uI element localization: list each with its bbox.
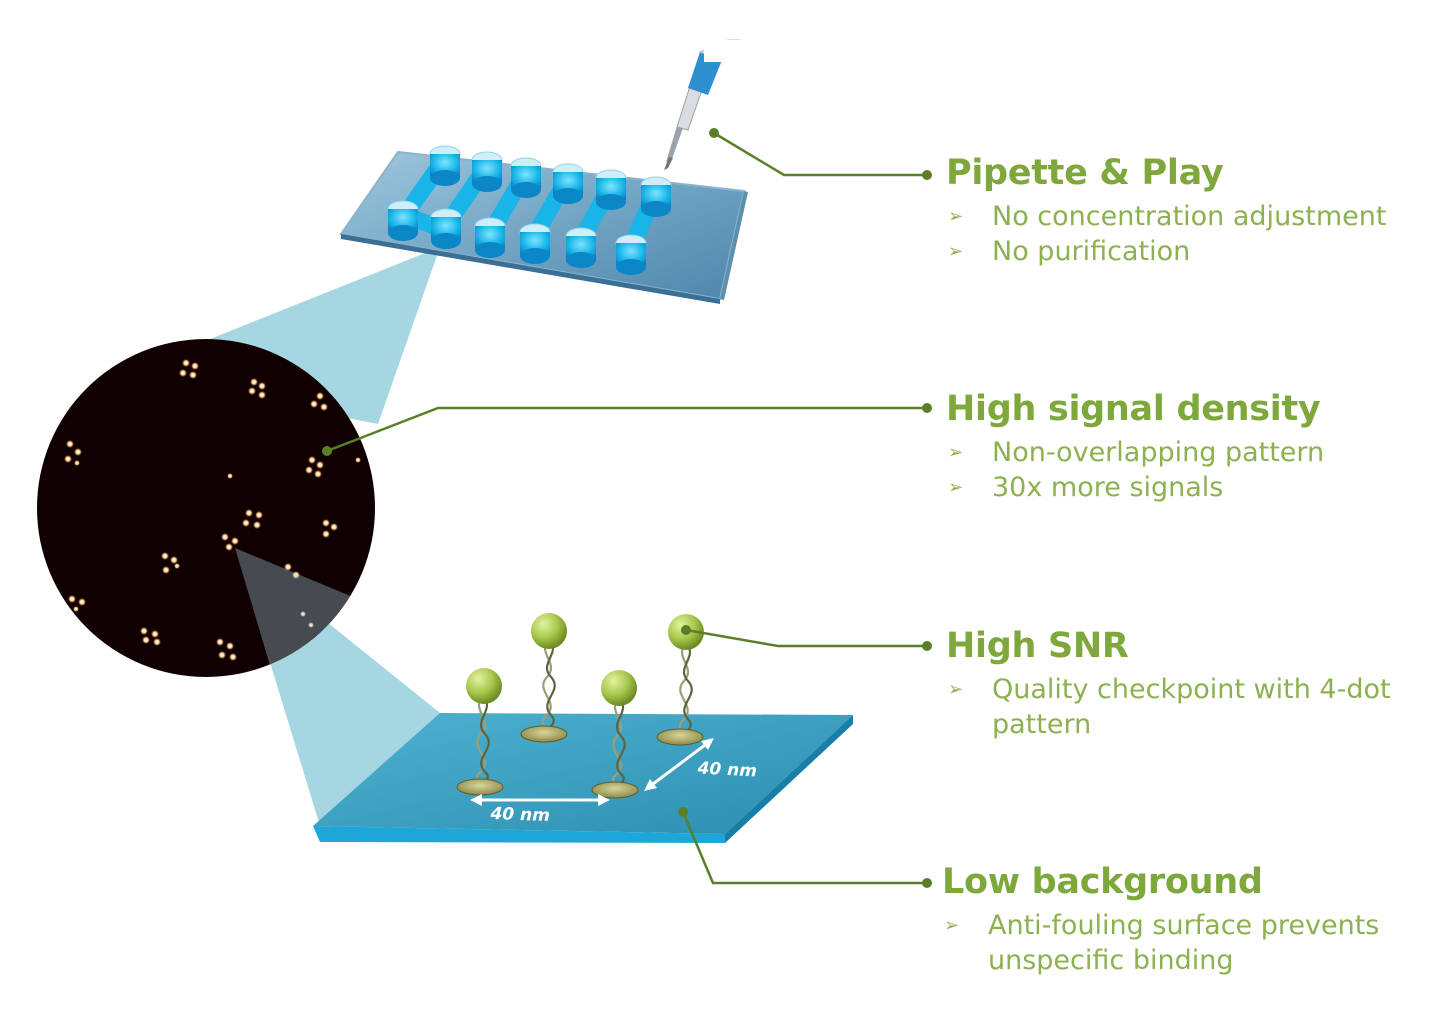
spacing-arrow-horizontal	[470, 794, 610, 806]
feature-bullet-text: 30x more signals	[992, 472, 1224, 503]
feature-bullet: ➢ No purification	[946, 234, 1426, 269]
feature-title: Low background	[942, 862, 1263, 902]
leader-lines	[326, 131, 927, 885]
pipette-icon	[664, 39, 754, 170]
feature-bullet-text: Anti-fouling surface prevents	[988, 910, 1380, 941]
spacing-label-diagonal: 40 nm	[696, 758, 757, 781]
feature-bullet: ➢ 30x more signals	[946, 470, 1426, 505]
feature-bullets: ➢ Non-overlapping pattern ➢ 30x more signa…	[946, 435, 1426, 505]
arrow-bullet-icon: ➢	[948, 206, 964, 227]
feature-bullet-text: unspecific binding	[988, 945, 1234, 976]
arrow-bullet-icon: ➢	[948, 442, 964, 463]
target-beads	[466, 613, 704, 706]
feature-signal-density: High signal density ➢ Non-overlapping pat…	[946, 389, 1426, 505]
arrow-bullet-icon: ➢	[948, 477, 964, 498]
leader-dots	[322, 128, 932, 888]
fluorescence-spots	[64, 359, 361, 661]
spacing-arrow-diagonal	[644, 738, 714, 791]
feature-bullet-text: pattern	[992, 709, 1092, 740]
microfluidic-chip	[339, 145, 748, 304]
zoom-cone-lower-overlay	[235, 548, 360, 672]
feature-bullets: ➢ No concentration adjustment ➢ No purific…	[946, 199, 1426, 269]
feature-bullets: ➢ Anti-fouling surface prevents unspecifi…	[942, 908, 1422, 978]
arrow-bullet-icon: ➢	[948, 679, 964, 700]
feature-bullet-text: Quality checkpoint with 4-dot	[992, 674, 1391, 705]
feature-title: Pipette & Play	[946, 153, 1224, 193]
feature-bullets: ➢ Quality checkpoint with 4-dot pattern	[946, 672, 1426, 742]
feature-pipette-play: Pipette & Play ➢ No concentration adjustm…	[946, 153, 1426, 269]
arrow-bullet-icon: ➢	[948, 241, 964, 262]
feature-bullet-text: Non-overlapping pattern	[992, 437, 1325, 468]
feature-bullet-text: No concentration adjustment	[992, 201, 1387, 232]
chip-wells	[387, 145, 672, 275]
feature-bullet: ➢ Quality checkpoint with 4-dot	[946, 672, 1426, 707]
feature-bullet: ➢ No concentration adjustment	[946, 199, 1426, 234]
feature-high-snr: High SNR ➢ Quality checkpoint with 4-dot …	[946, 626, 1426, 742]
feature-title: High SNR	[946, 626, 1129, 666]
feature-bullet-continuation: pattern	[946, 707, 1426, 742]
microscopy-image	[37, 339, 375, 677]
feature-low-background: Low background ➢ Anti-fouling surface pre…	[942, 862, 1422, 978]
feature-bullet-text: No purification	[992, 236, 1191, 267]
feature-bullet: ➢ Anti-fouling surface prevents	[942, 908, 1422, 943]
origami-discs	[456, 725, 704, 799]
arrow-bullet-icon: ➢	[944, 915, 960, 936]
feature-title: High signal density	[946, 389, 1321, 429]
feature-bullet: ➢ Non-overlapping pattern	[946, 435, 1426, 470]
feature-bullet-continuation: unspecific binding	[942, 943, 1422, 978]
spacing-label-horizontal: 40 nm	[489, 804, 550, 826]
functionalized-surface	[313, 713, 853, 843]
